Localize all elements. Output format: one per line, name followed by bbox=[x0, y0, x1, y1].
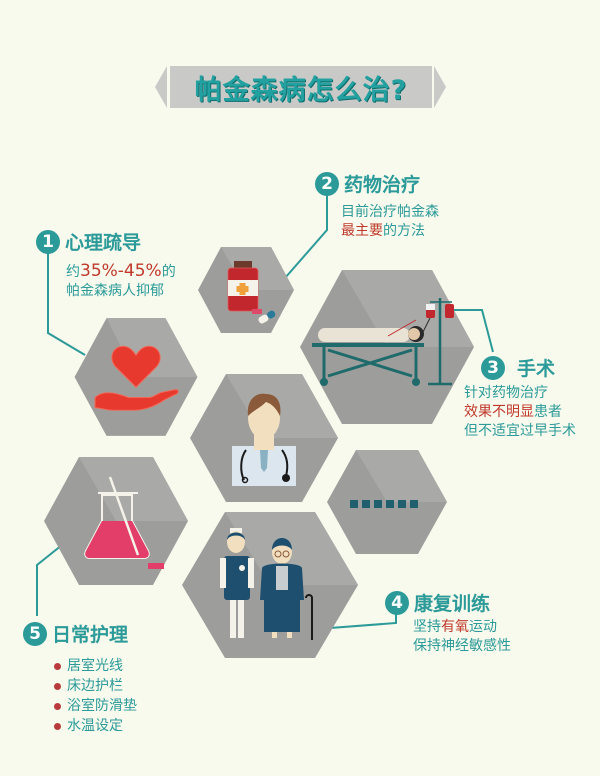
ellipsis-squares-icon bbox=[350, 500, 418, 508]
list-item-text: 浴室防滑垫 bbox=[67, 698, 137, 714]
section-desc-psychology: 约35%-45%的 帕金森病人抑郁 bbox=[66, 262, 176, 301]
number-badge: 3 bbox=[481, 355, 505, 380]
heading-text: 心理疏导 bbox=[65, 232, 142, 254]
number-badge: 4 bbox=[385, 590, 409, 615]
bullet-icon bbox=[54, 682, 61, 690]
section-medication: 2 药物治疗 bbox=[315, 170, 420, 197]
desc-line: 针对药物治疗 bbox=[464, 385, 548, 401]
medicine-bottle-icon bbox=[227, 261, 276, 324]
desc-line: 保持神经敏感性 bbox=[413, 638, 511, 654]
page-title: 帕金森病怎么治? bbox=[170, 66, 432, 108]
list-item-text: 床边护栏 bbox=[67, 678, 123, 694]
hex-doctor bbox=[188, 372, 340, 504]
desc-line: 帕金森病人抑郁 bbox=[66, 283, 164, 299]
bullet-icon bbox=[54, 702, 61, 710]
heading-text: 手术 bbox=[517, 358, 556, 380]
section-surgery: 3 手术 bbox=[481, 354, 555, 381]
section-rehabilitation: 4 康复训练 bbox=[385, 589, 490, 616]
hex-more bbox=[325, 448, 449, 556]
desc-text: 的 bbox=[161, 264, 176, 280]
title-arrow-right bbox=[434, 66, 446, 108]
desc-text: 患者 bbox=[534, 404, 562, 420]
desc-highlight: 效果不明显 bbox=[464, 404, 534, 420]
number-badge: 2 bbox=[315, 171, 339, 196]
number-badge: 1 bbox=[36, 229, 60, 254]
heading-text: 药物治疗 bbox=[344, 174, 421, 196]
list-item: 床边护栏 bbox=[54, 676, 137, 696]
hex-daily-care bbox=[42, 455, 190, 587]
daily-care-list: 居室光线 床边护栏 浴室防滑垫 水温设定 bbox=[54, 656, 137, 736]
desc-text: 运动 bbox=[469, 619, 497, 635]
desc-text: 约 bbox=[66, 264, 80, 280]
section-heading-psychology: 1 心理疏导 bbox=[36, 228, 141, 255]
desc-line: 目前治疗帕金森 bbox=[341, 204, 439, 220]
hex-medication bbox=[196, 245, 296, 335]
title-arrow-left bbox=[155, 66, 167, 108]
section-heading-rehabilitation: 4 康复训练 bbox=[385, 589, 490, 616]
heading-text: 康复训练 bbox=[414, 593, 491, 615]
number-badge: 5 bbox=[23, 621, 47, 646]
desc-text: 的方法 bbox=[383, 223, 425, 239]
section-desc-medication: 目前治疗帕金森 最主要的方法 bbox=[341, 203, 439, 241]
list-item-text: 水温设定 bbox=[67, 718, 123, 734]
nurse-elderly-icon bbox=[220, 528, 313, 640]
doctor-icon bbox=[232, 393, 296, 486]
desc-highlight: 有氧 bbox=[441, 619, 469, 635]
hex-surgery bbox=[298, 268, 476, 426]
desc-highlight: 35%-45% bbox=[80, 261, 162, 281]
heading-text: 日常护理 bbox=[52, 624, 129, 646]
section-desc-rehabilitation: 坚持有氧运动 保持神经敏感性 bbox=[413, 618, 511, 656]
desc-highlight: 最主要 bbox=[341, 223, 383, 239]
flask-icon bbox=[84, 476, 164, 569]
hex-rehabilitation bbox=[180, 510, 360, 660]
list-item: 水温设定 bbox=[54, 716, 137, 736]
hospital-bed-icon bbox=[312, 298, 454, 386]
section-daily-care: 5 日常护理 bbox=[23, 620, 128, 647]
desc-text: 坚持 bbox=[413, 619, 441, 635]
desc-line: 但不适宜过早手术 bbox=[464, 423, 576, 439]
hex-psychology bbox=[72, 313, 200, 441]
section-heading-daily-care: 5 日常护理 bbox=[23, 620, 128, 647]
bullet-icon bbox=[54, 722, 61, 730]
list-item: 浴室防滑垫 bbox=[54, 696, 137, 716]
section-heading-medication: 2 药物治疗 bbox=[315, 170, 420, 197]
heart-in-hand-icon bbox=[94, 345, 179, 411]
section-heading-surgery: 3 手术 bbox=[481, 354, 555, 381]
section-psychology: 1 心理疏导 bbox=[36, 228, 141, 255]
list-item-text: 居室光线 bbox=[67, 658, 123, 674]
section-desc-surgery: 针对药物治疗 效果不明显患者 但不适宜过早手术 bbox=[464, 384, 576, 441]
bullet-icon bbox=[54, 662, 61, 670]
list-item: 居室光线 bbox=[54, 656, 137, 676]
